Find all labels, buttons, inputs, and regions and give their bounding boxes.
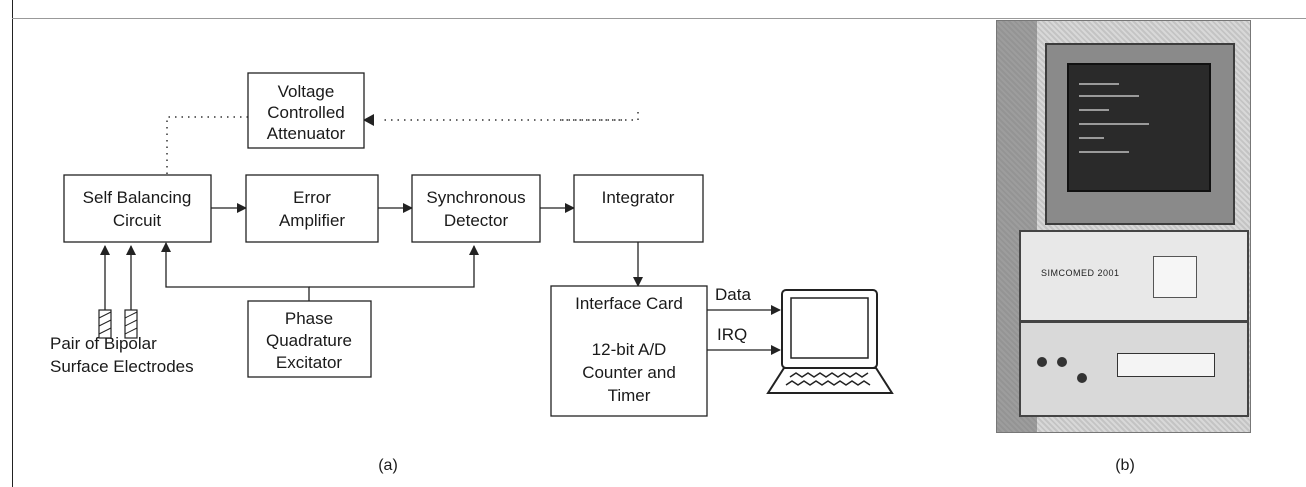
node-label-line: Quadrature xyxy=(266,331,352,350)
node-label-line: Integrator xyxy=(602,188,675,207)
electrodes-label-line: Pair of Bipolar xyxy=(50,334,157,353)
node-label-line: Phase xyxy=(285,309,333,328)
node-self-balancing-circuit: Self Balancing Circuit xyxy=(63,174,212,243)
irq-signal-label: IRQ xyxy=(717,325,747,344)
figure-left-border xyxy=(12,0,13,487)
arrow-to-attenuator xyxy=(363,114,374,126)
laptop-computer-icon xyxy=(766,289,894,394)
device-brand-label: SIMCOMED 2001 xyxy=(1041,268,1120,278)
figure-top-border xyxy=(12,18,1306,19)
equipment-photo: SIMCOMED 2001 xyxy=(996,20,1251,433)
node-error-amplifier: Error Amplifier xyxy=(245,174,379,243)
electrode-icon xyxy=(124,309,138,339)
electrode-icon xyxy=(98,309,112,339)
node-label-line: Counter and xyxy=(582,363,676,382)
node-interface-card: Interface Card 12-bit A/D Counter and Ti… xyxy=(550,285,708,417)
node-label-line: Attenuator xyxy=(267,124,346,143)
data-signal-label: Data xyxy=(715,285,751,304)
node-label-line: Amplifier xyxy=(279,211,345,230)
monitor-screen xyxy=(1067,63,1211,192)
node-integrator: Integrator xyxy=(573,174,704,243)
node-label-line: Detector xyxy=(444,211,509,230)
node-phase-quadrature-excitator: Phase Quadrature Excitator xyxy=(247,300,372,378)
node-label-line: Circuit xyxy=(113,211,161,230)
node-label-line: Timer xyxy=(608,386,651,405)
node-label-line: Error xyxy=(293,188,331,207)
caption-b: (b) xyxy=(1115,457,1135,474)
feedback-dotted-lines xyxy=(166,112,639,190)
caption-a: (a) xyxy=(378,457,398,474)
node-label-line: Synchronous xyxy=(426,188,525,207)
node-label-line: 12-bit A/D xyxy=(592,340,667,359)
node-synchronous-detector: Synchronous Detector xyxy=(411,174,541,243)
signal-lines xyxy=(100,203,781,355)
computer-unit xyxy=(1019,321,1249,417)
node-voltage-controlled-attenuator: Voltage Controlled Attenuator xyxy=(247,72,365,149)
node-label-line: Voltage xyxy=(278,82,335,101)
node-label-line: Interface Card xyxy=(575,294,683,313)
monitor xyxy=(1045,43,1235,225)
node-label-line: Excitator xyxy=(276,353,342,372)
node-label-line: Self Balancing xyxy=(83,188,192,207)
node-label-line: Controlled xyxy=(267,103,345,122)
instrument-unit: SIMCOMED 2001 xyxy=(1019,230,1249,322)
electrodes-label-line: Surface Electrodes xyxy=(50,357,194,376)
